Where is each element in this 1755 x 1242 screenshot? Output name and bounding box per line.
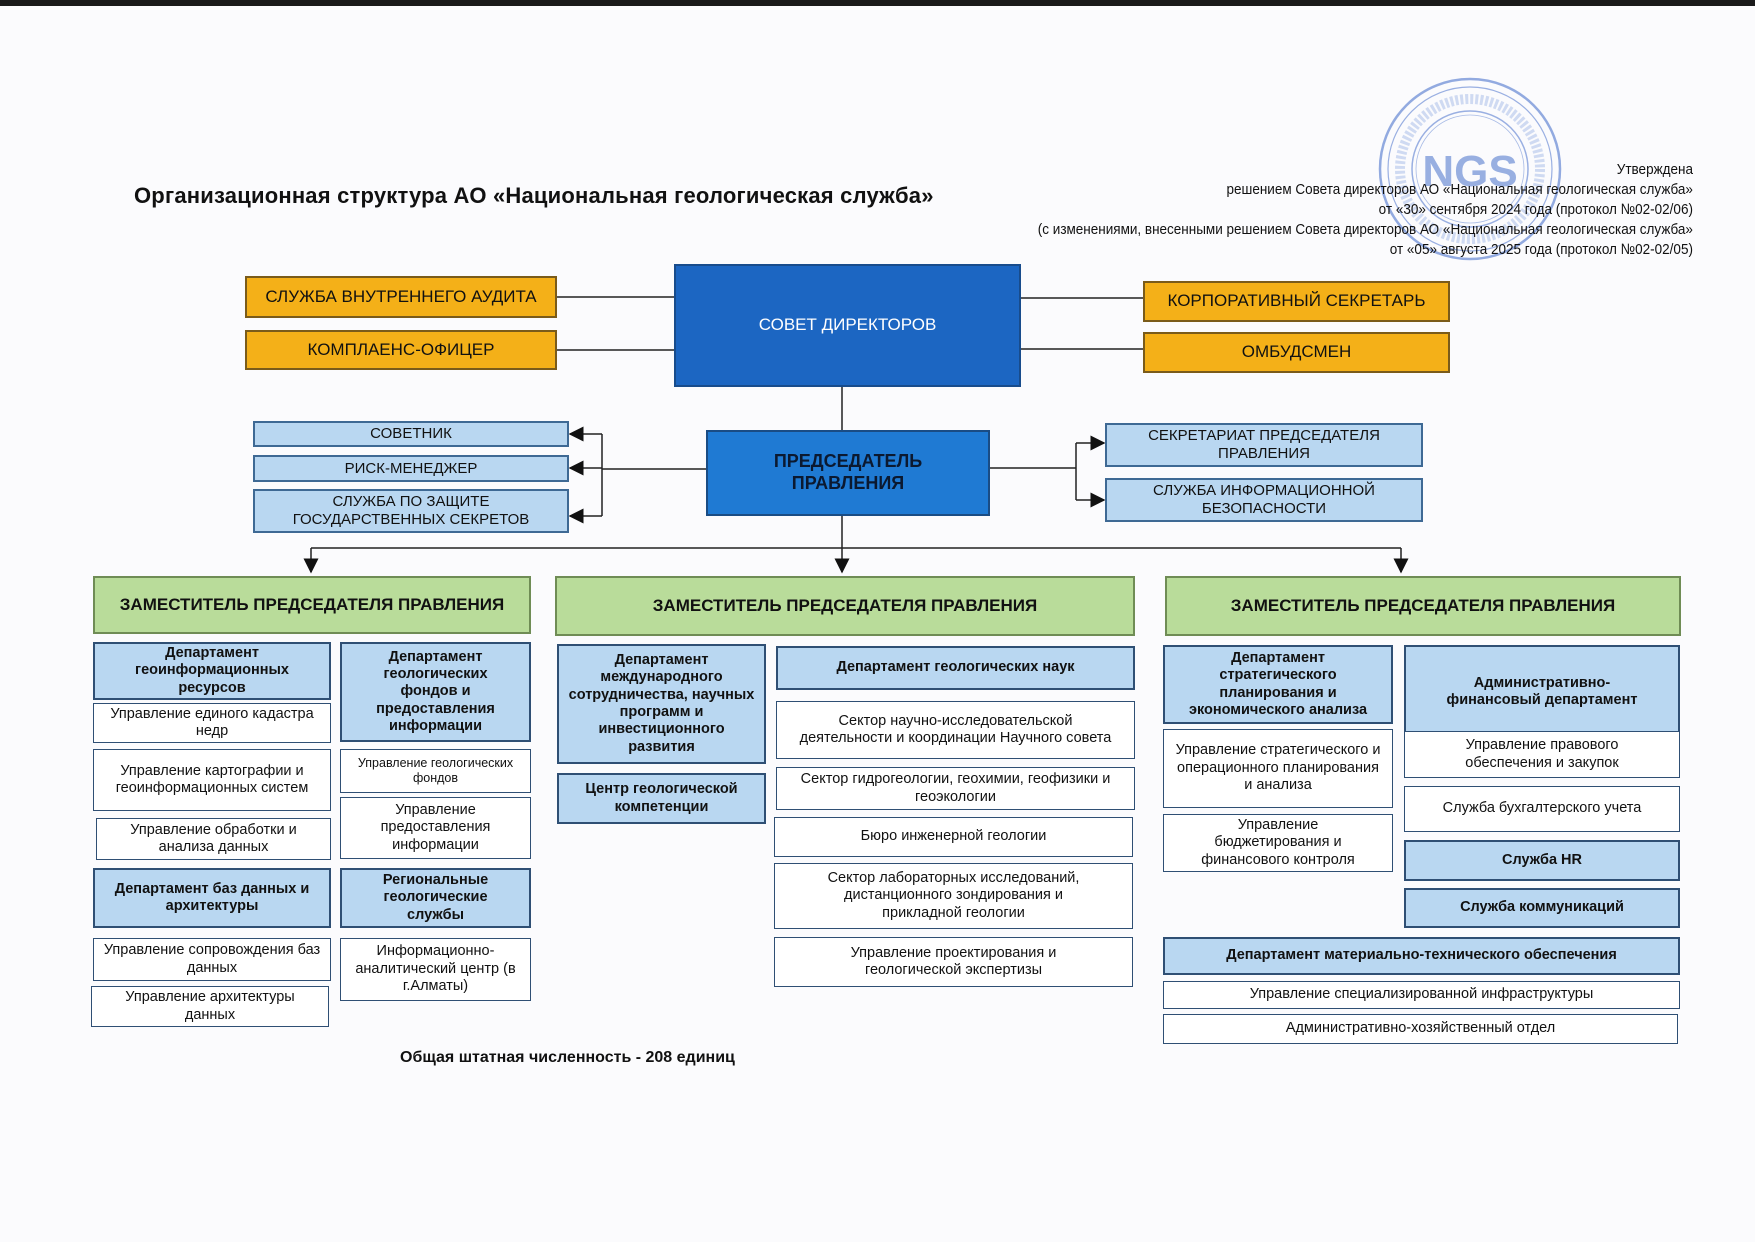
approval-line: Утверждена: [1616, 161, 1693, 178]
unit-design-expertise: Управление проектирования и геологическо…: [774, 937, 1133, 987]
scan-top-border: [0, 0, 1755, 6]
unit-data-processing: Управление обработки и анализа данных: [96, 818, 331, 860]
infosec-service-box: СЛУЖБА ИНФОРМАЦИОННОЙ БЕЗОПАСНОСТИ: [1105, 478, 1423, 522]
center-geological-competence: Центр геологической компетенции: [557, 773, 766, 824]
unit-specialized-infrastructure: Управление специализированной инфраструк…: [1163, 981, 1680, 1009]
deputy-chairman-1: ЗАМЕСТИТЕЛЬ ПРЕДСЕДАТЕЛЯ ПРАВЛЕНИЯ: [93, 576, 531, 634]
page-title: Организационная структура АО «Национальн…: [134, 183, 934, 208]
communications-service: Служба коммуникаций: [1404, 888, 1680, 928]
unit-administrative-household: Административно-хозяйственный отдел: [1163, 1014, 1678, 1044]
hr-service: Служба HR: [1404, 840, 1680, 881]
company-seal-stamp: NGS: [1378, 77, 1562, 261]
unit-budgeting-financial-control: Управление бюджетирования и финансового …: [1163, 814, 1393, 872]
dept-logistics-supply: Департамент материально-технического обе…: [1163, 937, 1680, 975]
unit-cartography-gis: Управление картографии и геоинформационн…: [93, 749, 331, 811]
sector-laboratory-remote-sensing: Сектор лабораторных исследований, дистан…: [774, 863, 1133, 929]
advisor-box: СОВЕТНИК: [253, 421, 569, 447]
deputy-chairman-2: ЗАМЕСТИТЕЛЬ ПРЕДСЕДАТЕЛЯ ПРАВЛЕНИЯ: [555, 576, 1135, 636]
unit-information-provision: Управление предоставления информации: [340, 797, 531, 859]
unit-subsoil-cadastre: Управление единого кадастра недр: [93, 703, 331, 743]
board-of-directors-box: СОВЕТ ДИРЕКТОРОВ: [674, 264, 1021, 387]
ombudsman-box: ОМБУДСМЕН: [1143, 332, 1450, 373]
unit-legal-procurement: Управление правового обеспечения и закуп…: [1404, 731, 1680, 778]
internal-audit-box: СЛУЖБА ВНУТРЕННЕГО АУДИТА: [245, 276, 557, 318]
dept-international-cooperation: Департамент международного сотрудничеств…: [557, 644, 766, 764]
dept-geological-funds: Департамент геологических фондов и предо…: [340, 642, 531, 742]
corporate-secretary-box: КОРПОРАТИВНЫЙ СЕКРЕТАРЬ: [1143, 281, 1450, 322]
state-secrets-service-box: СЛУЖБА ПО ЗАЩИТЕ ГОСУДАРСТВЕННЫХ СЕКРЕТО…: [253, 489, 569, 533]
approval-line: от «30» сентября 2024 года (протокол №02…: [1378, 201, 1693, 218]
unit-accounting-service: Служба бухгалтерского учета: [1404, 786, 1680, 832]
dept-geoinformation-resources: Департамент геоинформационных ресурсов: [93, 642, 331, 700]
unit-almaty-analytics-center: Информационно-аналитический центр (в г.А…: [340, 938, 531, 1001]
unit-data-architecture: Управление архитектуры данных: [91, 986, 329, 1027]
chairman-secretariat-box: СЕКРЕТАРИАТ ПРЕДСЕДАТЕЛЯ ПРАВЛЕНИЯ: [1105, 423, 1423, 467]
dept-geological-sciences: Департамент геологических наук: [776, 646, 1135, 690]
unit-database-support: Управление сопровождения баз данных: [93, 938, 331, 981]
sector-research-scientific-council: Сектор научно-исследовательской деятельн…: [776, 701, 1135, 759]
approval-note: Утверждена решением Совета директоров АО…: [1038, 160, 1693, 260]
deputy-chairman-3: ЗАМЕСТИТЕЛЬ ПРЕДСЕДАТЕЛЯ ПРАВЛЕНИЯ: [1165, 576, 1681, 636]
dept-databases-architecture: Департамент баз данных и архитектуры: [93, 868, 331, 928]
svg-text:NGS: NGS: [1422, 147, 1517, 196]
approval-line: (с изменениями, внесенными решением Сове…: [1037, 221, 1693, 238]
unit-strategic-operational-planning: Управление стратегического и операционно…: [1163, 729, 1393, 808]
dept-strategic-planning: Департамент стратегического планирования…: [1163, 645, 1393, 724]
dept-regional-geological-services: Региональные геологические службы: [340, 868, 531, 928]
sector-hydrogeology-geochemistry: Сектор гидрогеологии, геохимии, геофизик…: [776, 767, 1135, 810]
risk-manager-box: РИСК-МЕНЕДЖЕР: [253, 455, 569, 482]
bureau-engineering-geology: Бюро инженерной геологии: [774, 817, 1133, 857]
approval-line: от «05» августа 2025 года (протокол №02-…: [1389, 241, 1693, 258]
dept-administrative-financial: Административно-финансовый департамент: [1404, 645, 1680, 739]
chairman-box: ПРЕДСЕДАТЕЛЬ ПРАВЛЕНИЯ: [706, 430, 990, 516]
total-headcount: Общая штатная численность - 208 единиц: [400, 1049, 735, 1066]
unit-geological-funds: Управление геологических фондов: [340, 749, 531, 793]
compliance-officer-box: КОМПЛАЕНС-ОФИЦЕР: [245, 330, 557, 370]
approval-line: решением Совета директоров АО «Националь…: [1226, 181, 1693, 198]
